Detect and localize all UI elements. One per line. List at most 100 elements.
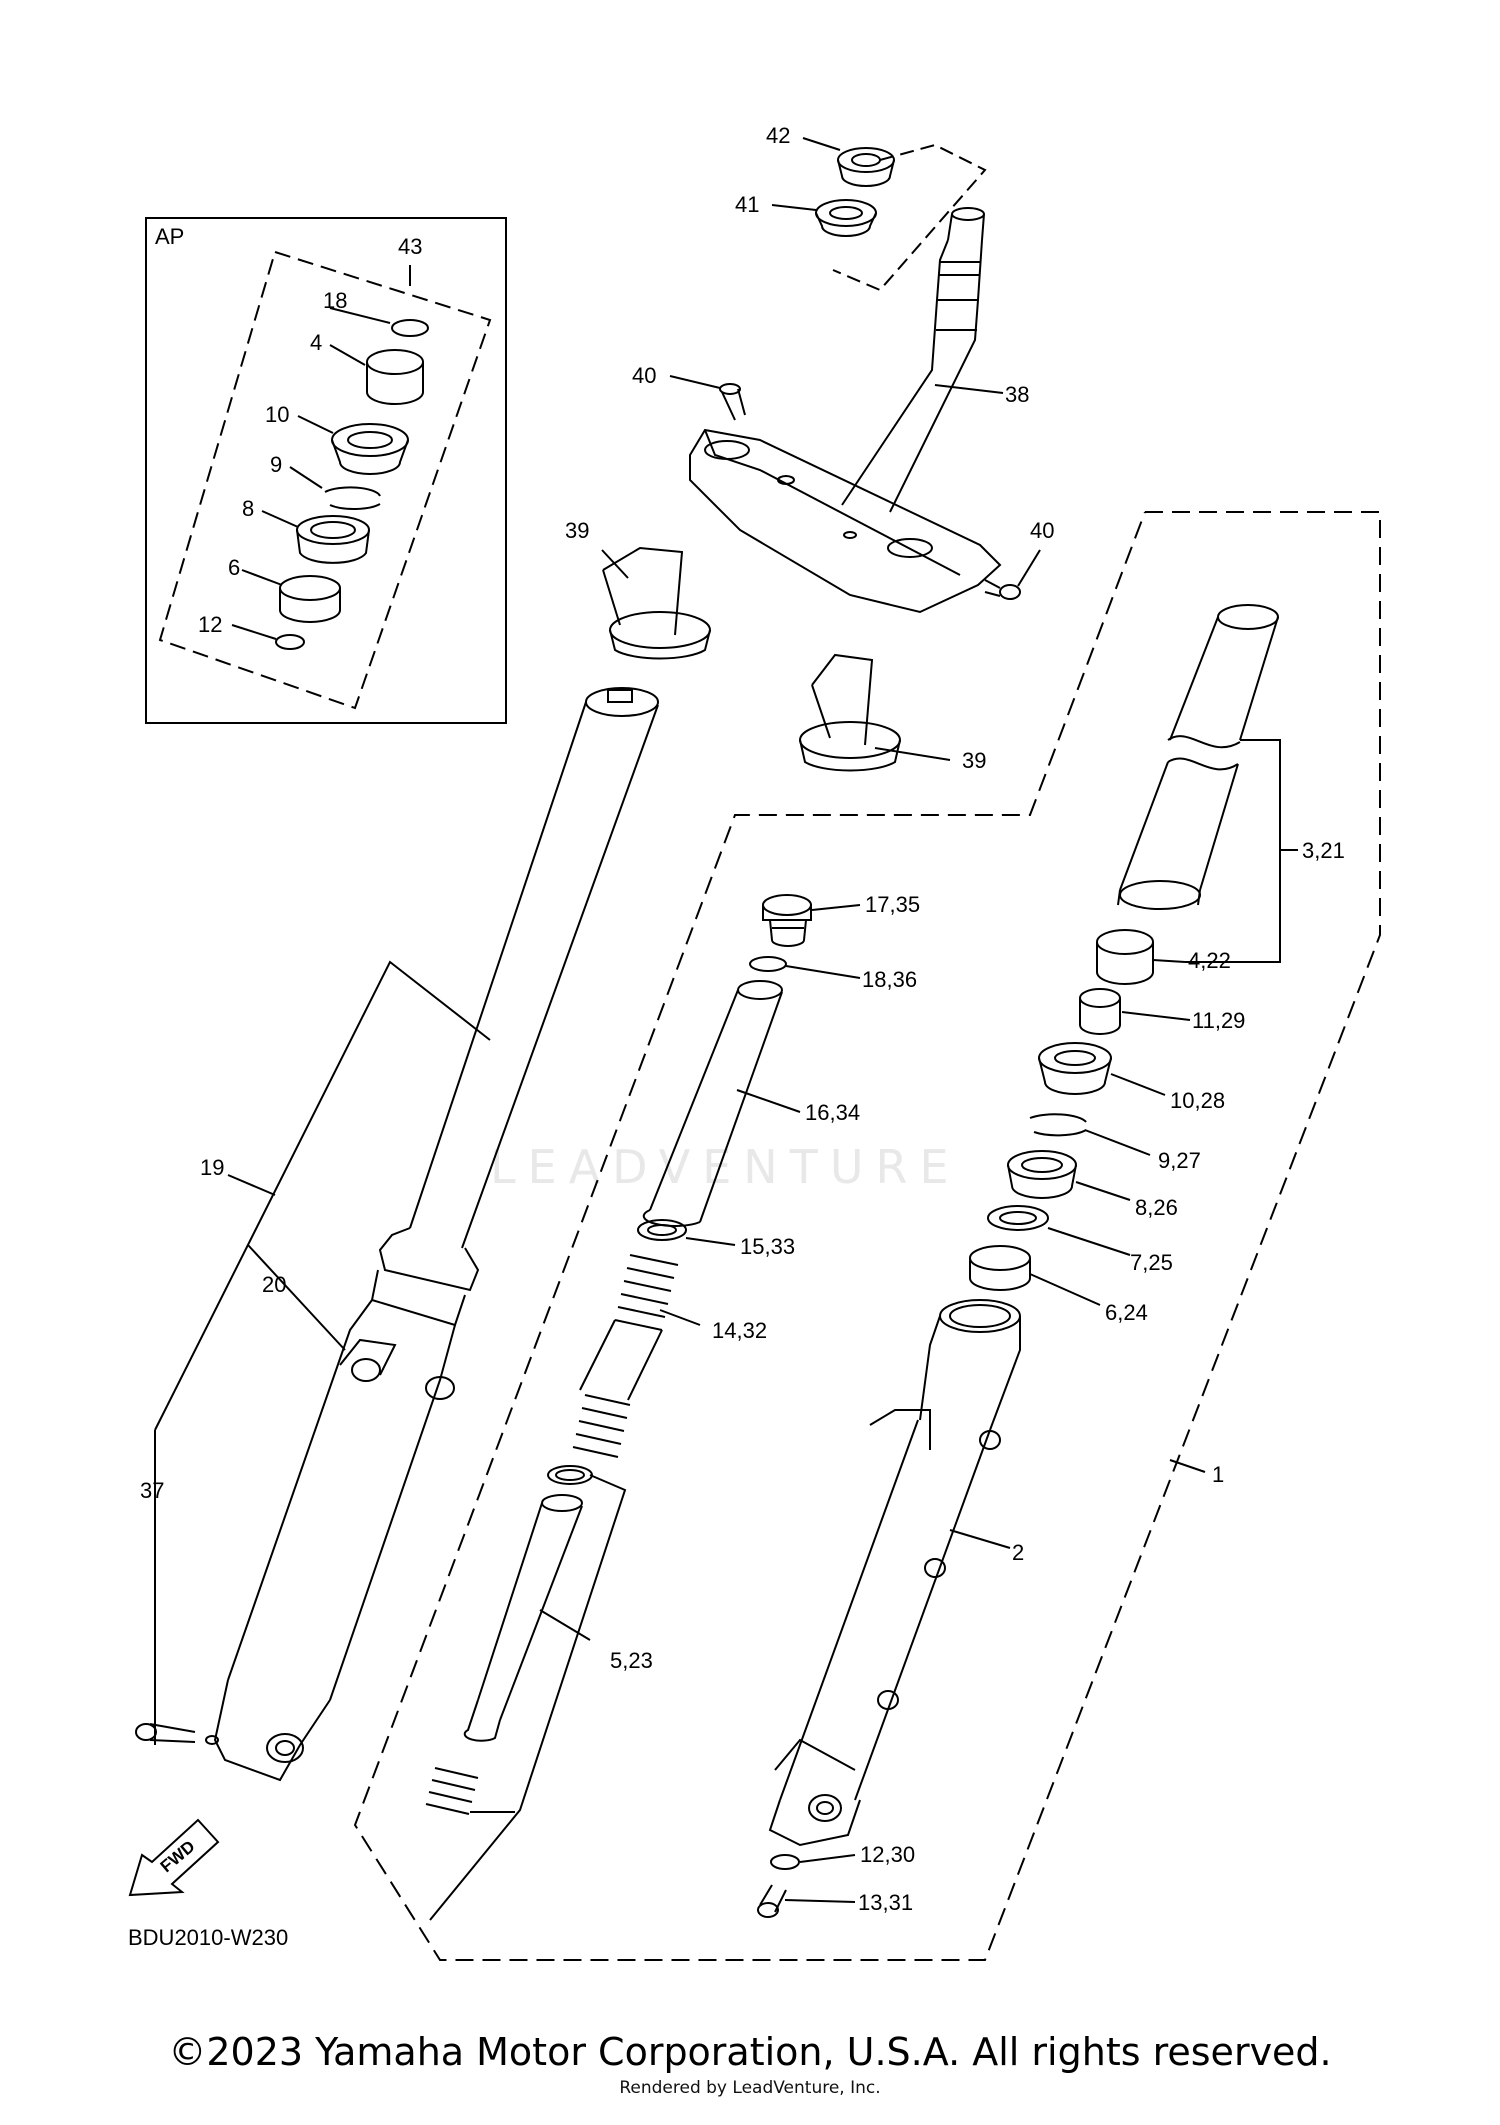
label-5-23: 5,23 (610, 1648, 653, 1673)
leader-5-23-bracket (429, 1474, 627, 1921)
part-19-fork-assembly-left (213, 687, 659, 1782)
label-42: 42 (766, 123, 790, 148)
copyright-notice: ©2023 Yamaha Motor Corporation, U.S.A. A… (168, 2030, 1332, 2074)
leader-38 (934, 384, 1004, 394)
part-12-washer (275, 634, 305, 650)
leader-5-23 (539, 1609, 591, 1641)
fwd-label: FWD (157, 1837, 199, 1876)
part-5-23-damper-rod (463, 1465, 593, 1742)
fwd-arrow-icon (128, 1818, 220, 1897)
leader-7-25 (1047, 1227, 1131, 1256)
ap-inset-box (145, 217, 507, 724)
label-13-31: 13,31 (858, 1890, 913, 1915)
label-16-34: 16,34 (805, 1100, 860, 1125)
part-42-bearing (837, 147, 895, 187)
leader-4-22 (1152, 959, 1186, 963)
label-15-33: 15,33 (740, 1234, 795, 1259)
label-11-29: 11,29 (1192, 1008, 1245, 1033)
leader-9 (289, 466, 323, 489)
label-19: 19 (200, 1155, 224, 1180)
label-3-21: 3,21 (1302, 838, 1345, 863)
part-4-22-collar (1096, 929, 1154, 985)
leader-40b (1017, 549, 1041, 587)
label-6: 6 (228, 555, 240, 580)
rendered-by-credit: Rendered by LeadVenture, Inc. (619, 2078, 881, 2098)
leader-3-21-bracket (1185, 739, 1281, 963)
leader-8 (261, 510, 299, 528)
leader-6-24 (1029, 1273, 1101, 1306)
part-13-31-bolt (757, 1884, 787, 1918)
part-10-28-dust-seal (1038, 1042, 1112, 1095)
ap-kit-dashed-outline (158, 250, 492, 710)
label-14-32: 14,32 (712, 1318, 767, 1343)
label-37: 37 (140, 1478, 164, 1503)
part-38-steering-stem (841, 207, 985, 513)
fork-kit-dashed-outline (353, 511, 1381, 1961)
leader-2 (949, 1529, 1011, 1549)
label-9-27: 9,27 (1158, 1148, 1201, 1173)
leader-19 (154, 960, 491, 1431)
label-8-26: 8,26 (1135, 1195, 1178, 1220)
label-10-28: 10,28 (1170, 1088, 1225, 1113)
leader-14-32 (659, 1309, 701, 1326)
label-6-24: 6,24 (1105, 1300, 1148, 1325)
bearing-bracket-dashed (832, 143, 987, 292)
leader-11-29 (1121, 1011, 1191, 1021)
part-17-35-cap-bolt (762, 894, 812, 947)
leader-18-36 (785, 965, 861, 979)
under-bracket (689, 428, 1002, 614)
leader-12 (231, 624, 277, 640)
leader-40a (669, 375, 721, 389)
label-18-36: 18,36 (862, 967, 917, 992)
leader-13-31 (784, 1899, 856, 1903)
leader-9-27 (1084, 1129, 1151, 1156)
part-9-27-clip (1029, 1113, 1087, 1137)
leader-15-33 (685, 1237, 736, 1246)
label-8: 8 (242, 496, 254, 521)
diagram-code: BDU2010-W230 (128, 1925, 288, 1950)
label-18: 18 (323, 288, 347, 313)
leader-10-28 (1110, 1073, 1166, 1096)
part-39-cover-right (799, 653, 901, 772)
part-40-bolt-top (719, 383, 746, 421)
leader-39a (601, 549, 629, 579)
part-6-24-bushing (969, 1245, 1031, 1291)
label-38: 38 (1005, 382, 1029, 407)
leader-41 (771, 204, 817, 211)
label-41: 41 (735, 192, 759, 217)
part-6-bushing (279, 575, 341, 623)
label-4-22: 4,22 (1188, 948, 1231, 973)
leader-1 (1169, 1459, 1206, 1473)
label-12-30: 12,30 (860, 1842, 915, 1867)
leader-18 (329, 307, 391, 324)
leader-16-34 (736, 1089, 801, 1113)
part-12-30-washer (770, 1854, 800, 1870)
label-9: 9 (270, 452, 282, 477)
label-17-35: 17,35 (865, 892, 920, 917)
part-11-29-piston (1079, 988, 1121, 1035)
part-9-clip (324, 486, 381, 511)
part-7-25-washer (987, 1205, 1049, 1231)
label-10: 10 (265, 402, 289, 427)
part-5-23-rebound-spring (425, 1767, 479, 1815)
label-12: 12 (198, 612, 222, 637)
leader-42 (802, 137, 841, 151)
label-2: 2 (1012, 1540, 1024, 1565)
part-39-cover-left (602, 546, 711, 660)
label-40-top: 40 (632, 363, 656, 388)
part-14-32-spring (572, 1254, 679, 1458)
label-4: 4 (310, 330, 322, 355)
leader-19-tick (227, 1174, 276, 1196)
part-16-34-spacer (642, 980, 783, 1227)
part-10-dust-seal (331, 423, 409, 475)
label-20: 20 (262, 1272, 286, 1297)
label-39-right: 39 (962, 748, 986, 773)
inset-title: AP (155, 224, 184, 249)
leader-17-35 (811, 904, 861, 911)
leader-4 (329, 344, 366, 366)
leader-20 (247, 1244, 346, 1351)
part-18-36-oring (749, 956, 787, 972)
part-2-outer-tube (768, 1299, 1021, 1847)
part-41-race (815, 199, 877, 237)
part-37-bolt (135, 1723, 219, 1745)
